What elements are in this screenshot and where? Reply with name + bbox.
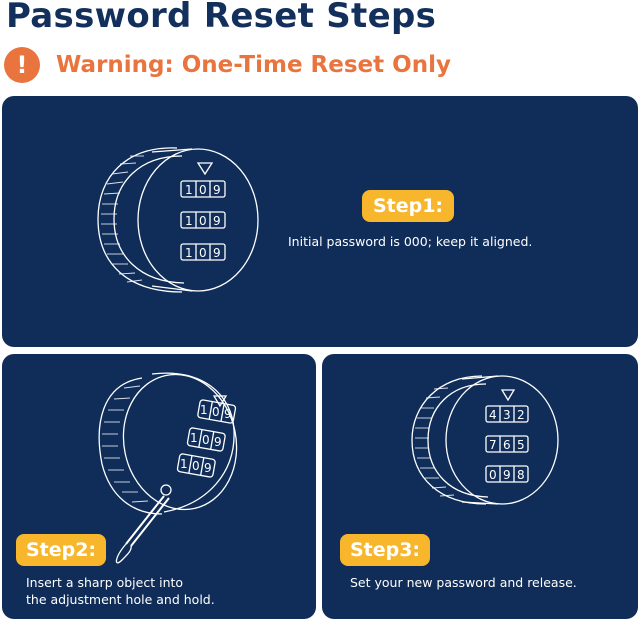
step3-dial1-digit3: 2 (517, 408, 525, 422)
step2-dial1-digit3: 9 (224, 407, 232, 421)
step2-dial3-digit3: 9 (204, 461, 212, 475)
step2-dial2-digit3: 9 (214, 435, 222, 449)
step2-description: Insert a sharp object into the adjustmen… (26, 574, 215, 608)
dial2-digit2: 0 (199, 214, 207, 228)
dial2-digit3: 9 (213, 214, 221, 228)
step3-dial2-digit2: 6 (503, 438, 511, 452)
warning-row: ! Warning: One-Time Reset Only (4, 45, 451, 85)
step2-dial1-digit2: 0 (212, 405, 220, 419)
step3-dial3-digit3: 8 (517, 468, 525, 482)
step1-description: Initial password is 000; keep it aligned… (288, 234, 533, 249)
dial3-digit2: 0 (199, 246, 207, 260)
step1-panel: 1 0 9 1 0 9 1 0 9 Step1: Initial passwor… (2, 96, 638, 347)
step2-dial3-digit2: 0 (192, 459, 200, 473)
step3-dial2-digit3: 5 (517, 438, 525, 452)
step3-badge: Step3: (340, 534, 430, 566)
step3-dial1-digit1: 4 (489, 408, 497, 422)
step3-dial1-digit2: 3 (503, 408, 511, 422)
page-title: Password Reset Steps (6, 0, 437, 36)
step3-dial3-digit1: 0 (489, 468, 497, 482)
dial1-digit1: 1 (185, 183, 193, 197)
dial2-digit1: 1 (185, 214, 193, 228)
step2-badge: Step2: (16, 534, 106, 566)
step3-dial2-digit1: 7 (489, 438, 497, 452)
step2-dial2-digit1: 1 (190, 431, 198, 445)
dial3-digit1: 1 (185, 246, 193, 260)
lock-illustration-step1: 1 0 9 1 0 9 1 0 9 (97, 147, 259, 293)
step2-dial1-digit1: 1 (200, 403, 208, 417)
dial1-digit3: 9 (213, 183, 221, 197)
dial3-digit3: 9 (213, 246, 221, 260)
step2-dial3-digit1: 1 (180, 457, 188, 471)
lock-illustration-step3: 4 3 2 7 6 5 0 9 8 (411, 375, 559, 505)
step2-description-line2: the adjustment hole and hold. (26, 592, 215, 607)
step2-panel: 1 0 9 1 0 9 1 0 9 Step2: Insert a sharp … (2, 354, 316, 619)
step1-badge: Step1: (362, 190, 454, 222)
dial1-digit2: 0 (199, 183, 207, 197)
lock-illustration-step2: 1 0 9 1 0 9 1 0 9 (98, 372, 238, 564)
step2-description-line1: Insert a sharp object into (26, 575, 184, 590)
step3-description: Set your new password and release. (350, 575, 577, 590)
warning-icon: ! (4, 47, 40, 83)
step3-panel: 4 3 2 7 6 5 0 9 8 Step3: Set your new pa… (322, 354, 638, 619)
step3-dial3-digit2: 9 (503, 468, 511, 482)
step2-dial2-digit2: 0 (202, 433, 210, 447)
warning-text: Warning: One-Time Reset Only (56, 52, 451, 78)
